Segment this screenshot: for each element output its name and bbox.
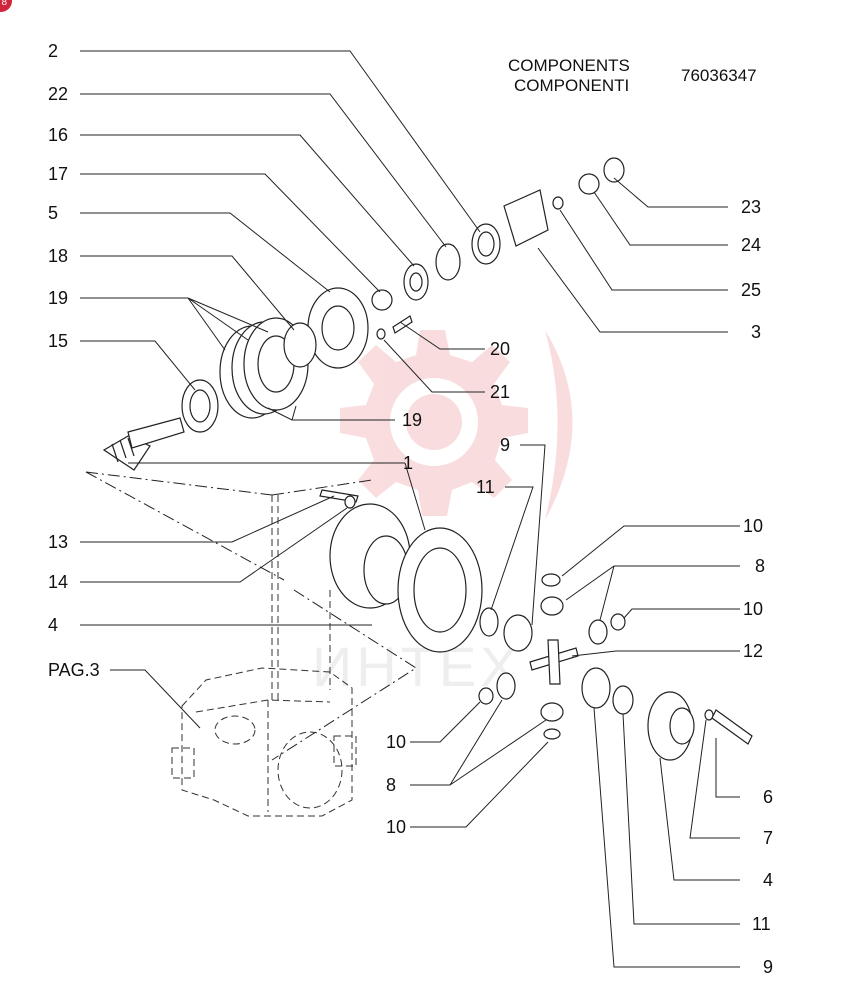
callout-5: 5 [48,203,58,223]
assembly-axis-line [271,589,417,761]
thrust-washer-11b [612,685,634,715]
callout-12: 12 [743,641,763,661]
callout-8: 8 [755,556,765,576]
header-title-it: COMPONENTI [514,76,629,95]
callout-10: 10 [386,817,406,837]
header-title-en: COMPONENTS [508,56,630,75]
carrier-4 [329,503,411,609]
leader-lines [80,50,740,968]
callout-11: 11 [476,477,495,497]
callout-16: 16 [48,125,68,145]
nut-23 [603,157,625,183]
washer-10a [541,573,561,587]
callout-1: 1 [403,453,413,473]
callout-18: 18 [48,246,68,266]
callout-3: 3 [751,322,761,342]
bearing-16 [403,263,429,301]
callout-17: 17 [48,164,68,184]
o-ring-25 [552,196,564,210]
callout-4: 4 [48,615,58,635]
bearing-17 [371,289,393,311]
washer-14 [344,495,356,509]
callout-7: 7 [763,828,773,848]
side-gear-9a [503,614,533,652]
pinion-8c [496,672,516,700]
yoke-3 [503,189,549,247]
callout-21: 21 [490,382,510,402]
header-part-number: 76036347 [681,66,757,85]
case-4b [647,691,695,761]
side-gear-9b [581,667,611,709]
callout-14: 14 [48,572,68,592]
screw-20 [392,315,413,334]
callout-19: 19 [48,288,68,308]
ring-gear-1 [397,527,483,653]
assembly-axis-line [85,471,273,496]
ring-22 [435,243,461,281]
pinion-8a [540,596,564,616]
washer-10b [610,613,626,631]
callout-4: 4 [763,870,773,890]
callout-22: 22 [48,84,68,104]
washer-21 [376,328,386,340]
callout-10: 10 [743,516,763,536]
watermark: ИНТЕХ [312,330,573,698]
bolt-6 [711,709,753,745]
callout-9: 9 [763,957,773,977]
reference-label: PAG.3 [48,660,100,680]
callout-23: 23 [741,197,761,217]
seal-2 [471,223,501,265]
pinion-8b [588,619,608,645]
callout-25: 25 [741,280,761,300]
pinion-8d [540,702,564,722]
callout-8: 8 [386,775,396,795]
washer-24 [578,173,600,195]
callout-9: 9 [500,435,510,455]
callout-11: 11 [752,914,771,934]
callout-2: 2 [48,41,58,61]
callout-labels: 2 22 16 17 5 18 19 15 23 24 25 3 20 21 1… [48,41,773,977]
thrust-washer-11a [479,607,499,637]
callout-10: 10 [743,599,763,619]
page-badge-text: 8 [1,0,7,8]
assembly-axis-line [271,479,373,496]
o-ring-18 [283,322,317,368]
callout-10: 10 [386,732,406,752]
callout-13: 13 [48,532,68,552]
callout-24: 24 [741,235,761,255]
watermark-gear-icon [340,330,573,520]
pinion-shaft [102,417,185,471]
housing-ghost-outline [171,495,357,817]
bearing-15 [181,379,219,433]
callout-15: 15 [48,331,68,351]
callout-20: 20 [490,339,510,359]
callout-6: 6 [763,787,773,807]
watermark-text: ИНТЕХ [312,635,522,698]
washer-10c [478,687,494,705]
callout-19: 19 [402,410,422,430]
assembly-axis-line [85,471,285,581]
washer-10d [543,728,561,740]
flange-5 [307,287,369,369]
spider-12 [529,639,579,685]
